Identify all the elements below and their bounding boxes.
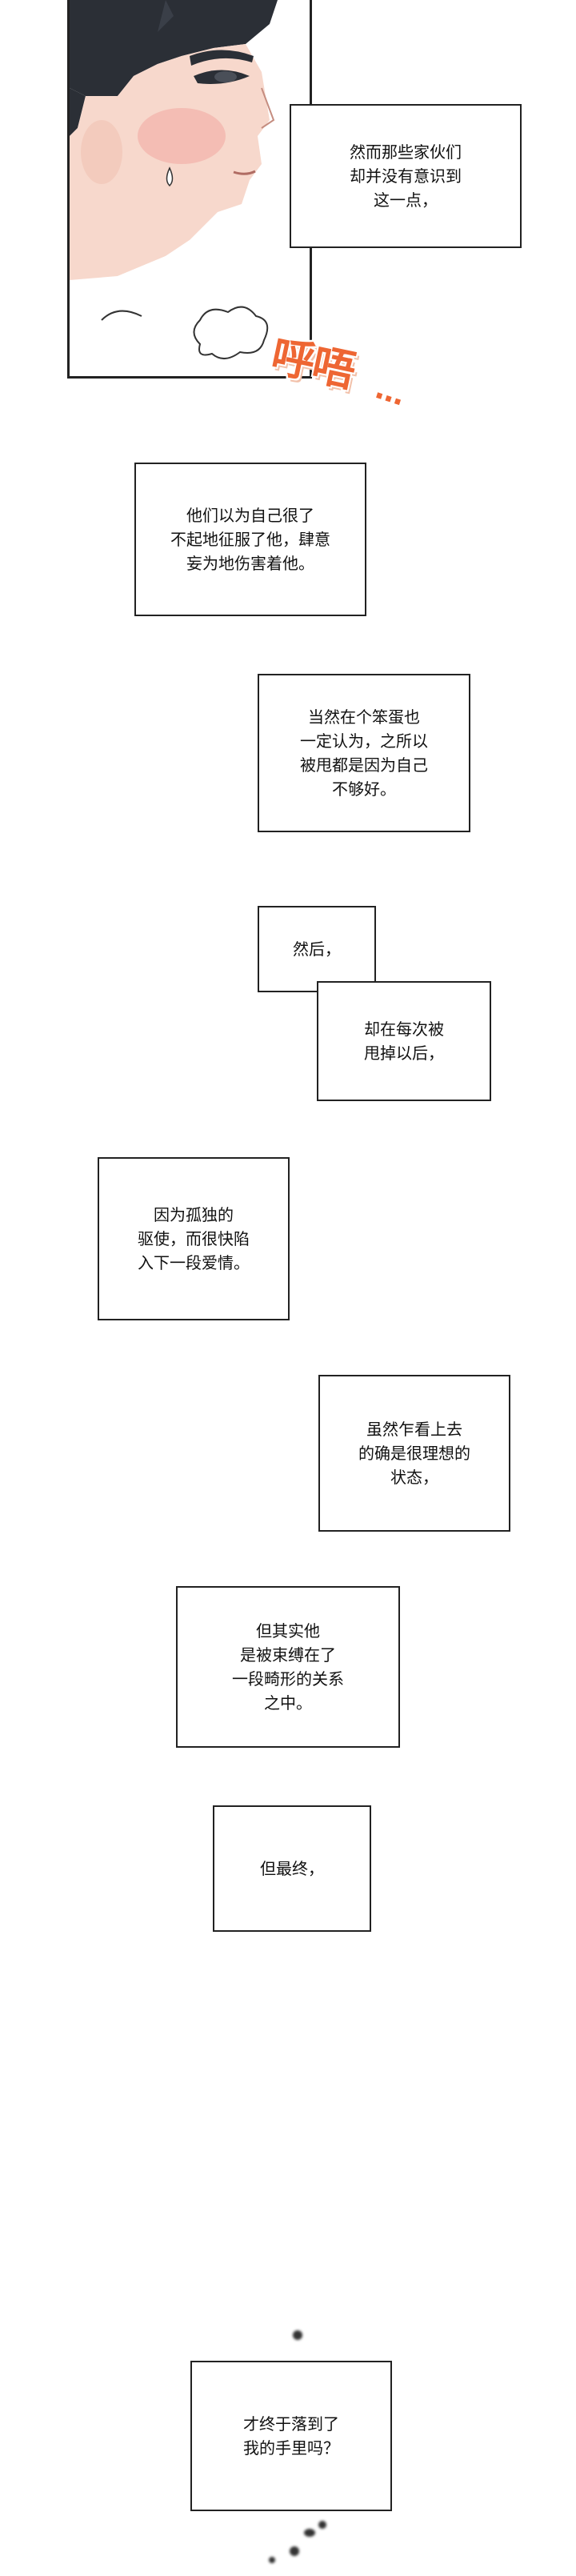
- sound-effect-dots: …: [371, 372, 410, 413]
- smoke-particle: [318, 2521, 326, 2529]
- caption-box-6: 因为孤独的 驱使，而很快陷 入下一段爱情。: [98, 1157, 290, 1320]
- caption-box-7: 虽然乍看上去 的确是很理想的 状态，: [318, 1375, 510, 1532]
- smoke-particle: [269, 2557, 275, 2563]
- caption-box-5: 却在每次被 甩掉以后，: [317, 981, 491, 1101]
- sound-effect-text: 呼唔: [266, 330, 359, 398]
- character-face-illustration: [70, 0, 310, 376]
- caption-box-8: 但其实他 是被束缚在了 一段畸形的关系 之中。: [176, 1586, 400, 1748]
- caption-box-3: 当然在个笨蛋也 一定认为，之所以 被甩都是因为自己 不够好。: [258, 674, 470, 832]
- smoke-particle: [304, 2529, 315, 2537]
- smoke-particle: [293, 2330, 302, 2340]
- smoke-particle: [290, 2546, 299, 2556]
- caption-box-10: 才终于落到了 我的手里吗？: [190, 2361, 392, 2511]
- breath-puff-icon: [193, 306, 269, 359]
- manga-panel-face: [67, 0, 312, 379]
- caption-box-9: 但最终，: [213, 1805, 371, 1932]
- caption-box-1: 然而那些家伙们 却并没有意识到 这一点，: [290, 104, 522, 248]
- caption-box-4: 然后，: [258, 906, 376, 992]
- caption-box-2: 他们以为自己很了 不起地征服了他，肆意 妄为地伤害着他。: [134, 463, 366, 616]
